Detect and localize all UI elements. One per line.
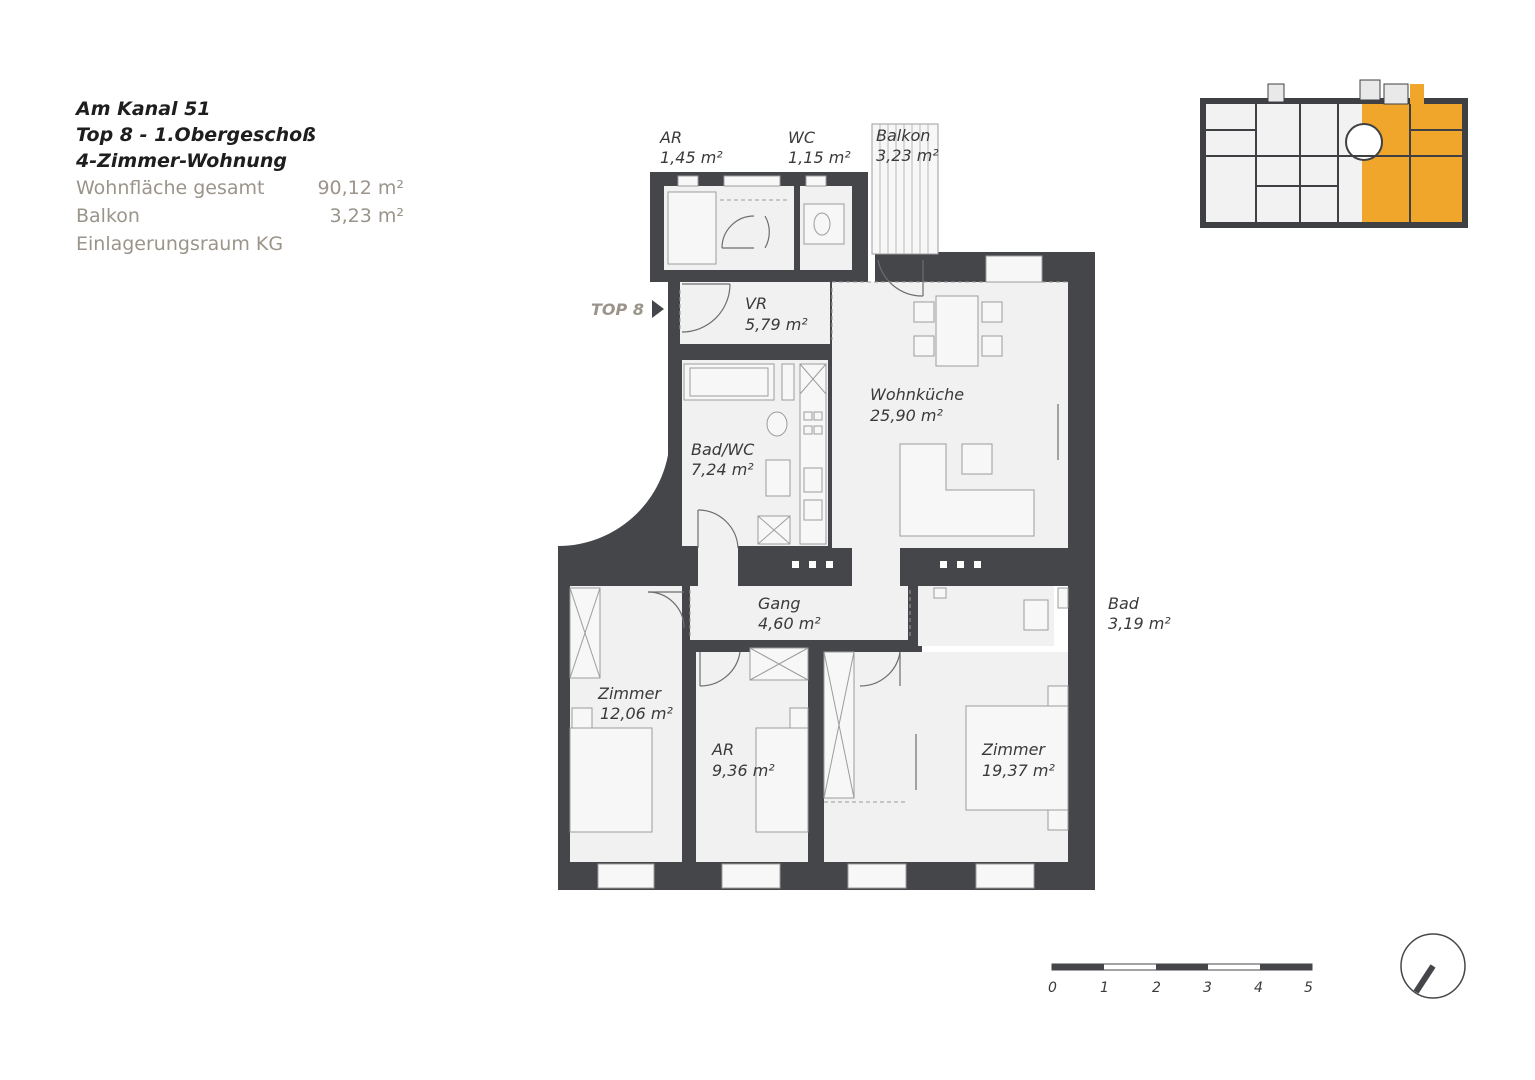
info-value: 3,23 m² (329, 205, 404, 227)
info-label: Einlagerungsraum KG (76, 233, 284, 255)
room-label-zimmer-left: Zimmer (597, 684, 662, 703)
room-area-vr: 5,79 m² (745, 315, 808, 334)
scale-tick-1: 1 (1100, 980, 1109, 996)
room-label-ar-top: AR (659, 128, 682, 147)
info-label: Wohnfläche gesamt (76, 177, 265, 199)
room-label-wc: WC (788, 128, 816, 147)
info-label: Balkon (76, 205, 140, 227)
doors (647, 215, 1059, 790)
room-area-wohnkueche: 25,90 m² (870, 406, 943, 425)
info-row-balkon: Balkon 3,23 m² (76, 202, 416, 230)
room-area-gang: 4,60 m² (758, 614, 821, 633)
scale-tick-0: 0 (1048, 980, 1057, 996)
info-value: 90,12 m² (317, 177, 404, 199)
scale-tick-5: 5 (1304, 980, 1313, 996)
room-label-bad-wc: Bad/WC (691, 440, 755, 459)
north-arrow-icon (1400, 933, 1466, 999)
scale-tick-3: 3 (1203, 980, 1212, 996)
door-gaps (679, 199, 1068, 803)
room-area-bad-wc: 7,24 m² (691, 460, 754, 479)
room-label-vr: VR (745, 294, 767, 313)
info-block: Am Kanal 51 Top 8 - 1.Obergeschoß 4-Zimm… (76, 96, 416, 258)
room-label-wohnkueche: Wohnküche (870, 385, 964, 404)
balcony (871, 123, 939, 255)
room-label-ar-mid: AR (711, 740, 734, 759)
vents (792, 561, 981, 568)
room-area-bad: 3,19 m² (1108, 614, 1171, 633)
info-row-einlagerung: Einlagerungsraum KG (76, 230, 416, 258)
room-area-balkon: 3,23 m² (876, 146, 939, 165)
address-title: Am Kanal 51 (76, 98, 211, 120)
furniture (569, 191, 1069, 833)
key-plan (1200, 79, 1468, 228)
room-labels: AR 1,45 m² WC 1,15 m² Balkon 3,23 m² VR … (597, 126, 1171, 780)
room-area-ar-top: 1,45 m² (660, 148, 723, 167)
room-area-zimmer-right: 19,37 m² (982, 761, 1055, 780)
unit-title: Top 8 - 1.Obergeschoß (76, 124, 316, 146)
room-area-ar-mid: 9,36 m² (712, 761, 775, 780)
entrance-label: TOP 8 (591, 300, 644, 319)
room-label-zimmer-right: Zimmer (981, 740, 1046, 759)
windows (597, 175, 1043, 889)
room-label-gang: Gang (758, 594, 801, 613)
scale-tick-4: 4 (1254, 980, 1263, 996)
curved-wall (558, 434, 670, 546)
room-area-zimmer-left: 12,06 m² (600, 704, 673, 723)
room-area-wc: 1,15 m² (788, 148, 851, 167)
room-label-balkon: Balkon (876, 126, 930, 145)
scale-bar: 0 1 2 3 4 5 (1048, 963, 1313, 996)
info-row-wohnflaeche: Wohnfläche gesamt 90,12 m² (76, 174, 416, 202)
scale-tick-2: 2 (1152, 980, 1161, 996)
apartment-type: 4-Zimmer-Wohnung (76, 150, 287, 172)
triangle-arrow-icon (652, 300, 664, 318)
room-label-bad: Bad (1108, 594, 1140, 613)
